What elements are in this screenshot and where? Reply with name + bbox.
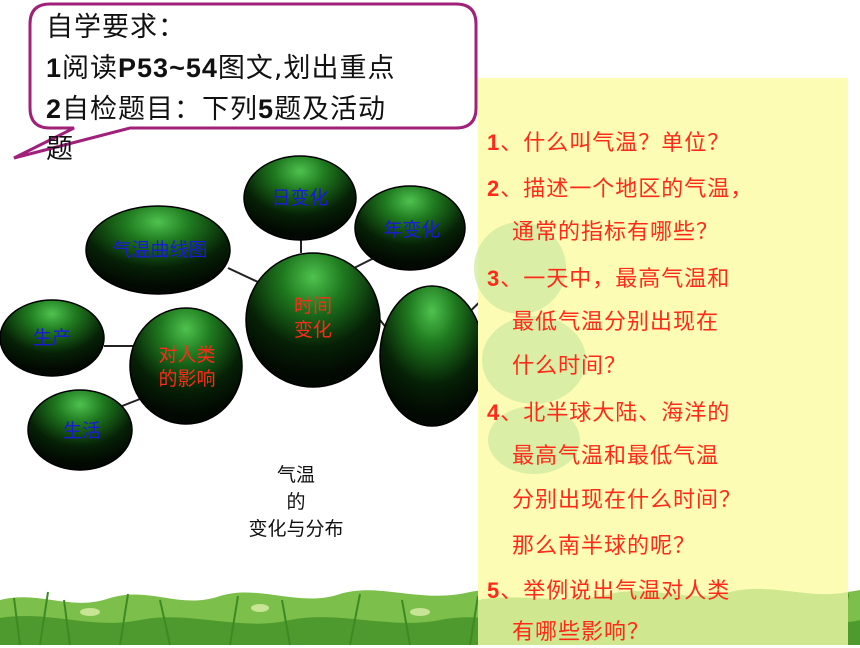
callout-line-3: 题 xyxy=(46,134,74,165)
label-time-change: 时间 变化 xyxy=(293,295,333,341)
node-impact-on-humans xyxy=(129,307,243,425)
label-life: 生活 xyxy=(62,420,102,442)
label-production: 生产 xyxy=(32,327,72,349)
callout-line-2: 2自检题目：下列5题及活动 xyxy=(46,94,387,125)
question-4-line-2: 最高气温和最低气温 xyxy=(512,444,720,469)
node-annual-change xyxy=(354,185,466,271)
question-2-line-2: 通常的指标有哪些？ xyxy=(512,220,720,245)
diagram-center-title: 气温 的 变化与分布 xyxy=(248,464,344,540)
node-time-change xyxy=(245,252,381,388)
self-study-requirements: 自学要求： 1阅读P53~54图文,划出重点 2自检题目：下列5题及活动 题 xyxy=(46,8,476,170)
question-5: 5、举例说出气温对人类 xyxy=(487,578,731,604)
question-2: 2、描述一个地区的气温， xyxy=(487,176,754,202)
label-impact-on-humans: 对人类 的影响 xyxy=(158,344,216,390)
question-4-line-4: 那么南半球的呢？ xyxy=(512,534,697,559)
callout-bubble xyxy=(13,2,478,160)
question-3: 3、一天中，最高气温和 xyxy=(487,266,731,292)
callout-heading: 自学要求： xyxy=(46,12,186,43)
callout-line-1: 1阅读P53~54图文,划出重点 xyxy=(46,53,396,84)
node-life xyxy=(27,389,133,471)
question-5-line-2: 有哪些影响？ xyxy=(512,620,651,645)
node-production xyxy=(0,299,105,377)
question-1: 1、什么叫气温？单位？ xyxy=(487,130,731,156)
question-3-line-2: 最低气温分别出现在 xyxy=(512,310,720,335)
label-annual-change: 年变化 xyxy=(383,219,441,241)
node-distribution xyxy=(379,285,485,427)
question-4-line-3: 分别出现在什么时间？ xyxy=(512,488,743,513)
label-daily-change: 日变化 xyxy=(271,187,329,209)
question-4: 4、北半球大陆、海洋的 xyxy=(487,400,731,426)
node-daily-change xyxy=(243,155,357,241)
question-3-line-3: 什么时间？ xyxy=(512,354,628,379)
label-temperature-curve: 气温曲线图 xyxy=(112,239,208,261)
node-temperature-curve xyxy=(85,205,231,295)
